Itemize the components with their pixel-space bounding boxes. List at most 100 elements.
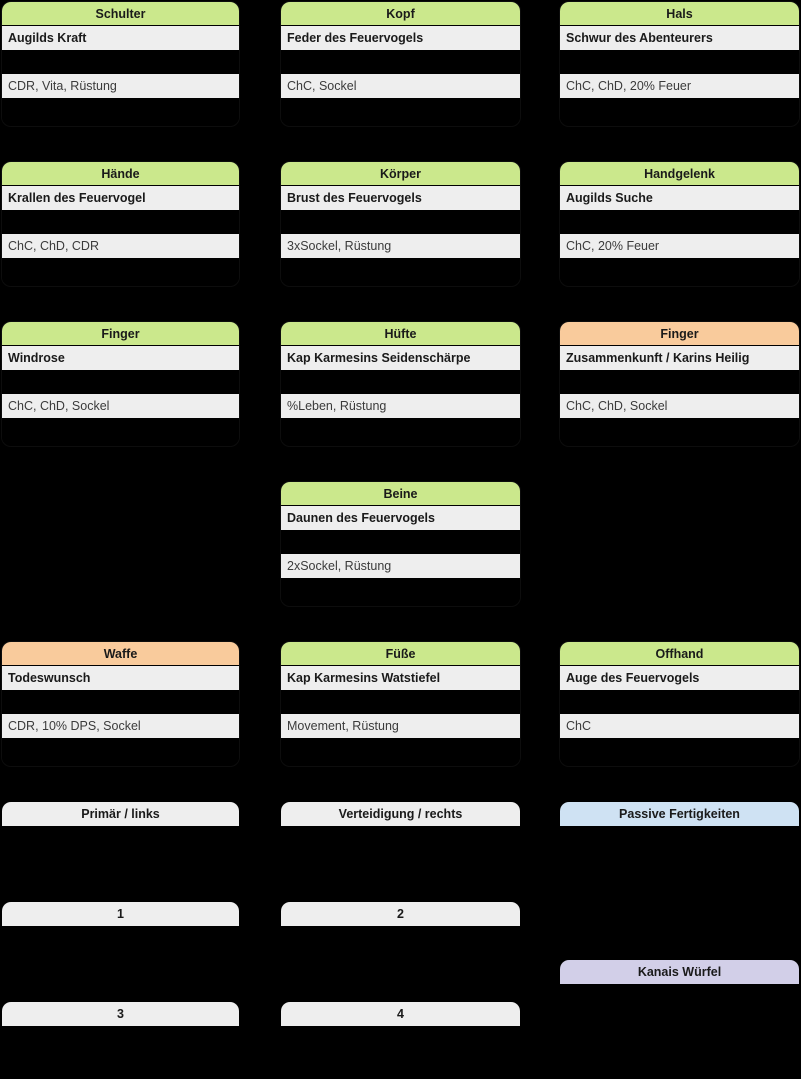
gear-slot-label: Handgelenk [560,162,799,186]
gear-item-stats: ChC [560,714,799,738]
gear-card-haende[interactable]: Hände Krallen des Feuervogel ChC, ChD, C… [2,162,239,286]
gear-item-name: Daunen des Feuervogels [281,506,520,530]
gear-card-schulter[interactable]: Schulter Augilds Kraft CDR, Vita, Rüstun… [2,2,239,126]
gear-item-stats: ChC, 20% Feuer [560,234,799,258]
gear-item-name: Augilds Kraft [2,26,239,50]
gear-spacer [560,50,799,74]
gear-card-offhand[interactable]: Offhand Auge des Feuervogels ChC [560,642,799,766]
skill-card-defense-right[interactable]: Verteidigung / rechts [281,802,520,878]
gear-spacer [281,50,520,74]
gear-item-name: Zusammenkunft / Karins Heilig [560,346,799,370]
gear-card-handgelenk[interactable]: Handgelenk Augilds Suche ChC, 20% Feuer [560,162,799,286]
gear-spacer [281,690,520,714]
gear-footer [2,98,239,122]
skill-card-label: Verteidigung / rechts [281,802,520,826]
skill-card-label: 2 [281,902,520,926]
gear-slot-label: Hals [560,2,799,26]
gear-spacer [2,370,239,394]
gear-footer [281,578,520,602]
skill-card-label: Kanais Würfel [560,960,799,984]
gear-item-name: Brust des Feuervogels [281,186,520,210]
gear-item-name: Kap Karmesins Watstiefel [281,666,520,690]
gear-footer [281,98,520,122]
gear-spacer [281,530,520,554]
gear-slot-label: Offhand [560,642,799,666]
skill-card-body[interactable] [2,926,239,978]
gear-footer [560,418,799,442]
skill-card-label: 1 [2,902,239,926]
gear-item-name: Schwur des Abenteurers [560,26,799,50]
skill-card-4[interactable]: 4 [281,1002,520,1078]
skill-card-label: Primär / links [2,802,239,826]
gear-card-beine[interactable]: Beine Daunen des Feuervogels 2xSockel, R… [281,482,520,606]
gear-card-hals[interactable]: Hals Schwur des Abenteurers ChC, ChD, 20… [560,2,799,126]
skill-card-body[interactable] [281,1026,520,1078]
gear-card-huefte[interactable]: Hüfte Kap Karmesins Seidenschärpe %Leben… [281,322,520,446]
gear-slot-label: Hände [2,162,239,186]
gear-item-stats: CDR, 10% DPS, Sockel [2,714,239,738]
gear-card-kopf[interactable]: Kopf Feder des Feuervogels ChC, Sockel [281,2,520,126]
gear-slot-label: Schulter [2,2,239,26]
gear-card-finger-right[interactable]: Finger Zusammenkunft / Karins Heilig ChC… [560,322,799,446]
gear-item-stats: 3xSockel, Rüstung [281,234,520,258]
gear-footer [2,418,239,442]
gear-card-fuesse[interactable]: Füße Kap Karmesins Watstiefel Movement, … [281,642,520,766]
gear-footer [281,738,520,762]
skill-card-label: Passive Fertigkeiten [560,802,799,826]
gear-item-stats: CDR, Vita, Rüstung [2,74,239,98]
gear-item-name: Auge des Feuervogels [560,666,799,690]
gear-item-stats: Movement, Rüstung [281,714,520,738]
gear-spacer [560,210,799,234]
gear-item-stats: %Leben, Rüstung [281,394,520,418]
gear-footer [281,258,520,282]
skill-card-primary-left[interactable]: Primär / links [2,802,239,878]
gear-slot-label: Finger [560,322,799,346]
gear-footer [281,418,520,442]
gear-spacer [281,370,520,394]
skill-card-body[interactable] [2,1026,239,1078]
gear-footer [560,258,799,282]
gear-item-stats: ChC, Sockel [281,74,520,98]
gear-slot-label: Körper [281,162,520,186]
gear-item-stats: 2xSockel, Rüstung [281,554,520,578]
gear-card-finger-left[interactable]: Finger Windrose ChC, ChD, Sockel [2,322,239,446]
gear-item-name: Kap Karmesins Seidenschärpe [281,346,520,370]
gear-spacer [2,50,239,74]
gear-item-name: Feder des Feuervogels [281,26,520,50]
skill-card-label: 3 [2,1002,239,1026]
gear-slot-label: Hüfte [281,322,520,346]
gear-spacer [2,690,239,714]
skill-card-3[interactable]: 3 [2,1002,239,1078]
skill-card-passive-skills[interactable]: Passive Fertigkeiten [560,802,799,935]
gear-slot-label: Füße [281,642,520,666]
skill-card-body[interactable] [281,826,520,878]
skill-card-kanais-cube[interactable]: Kanais Würfel [560,960,799,1077]
gear-footer [2,738,239,762]
gear-slot-label: Kopf [281,2,520,26]
gear-slot-label: Waffe [2,642,239,666]
gear-footer [560,738,799,762]
gear-footer [2,258,239,282]
gear-item-stats: ChC, ChD, 20% Feuer [560,74,799,98]
gear-item-stats: ChC, ChD, Sockel [560,394,799,418]
gear-spacer [2,210,239,234]
gear-item-name: Windrose [2,346,239,370]
gear-item-stats: ChC, ChD, CDR [2,234,239,258]
gear-footer [560,98,799,122]
skill-card-2[interactable]: 2 [281,902,520,978]
gear-item-name: Krallen des Feuervogel [2,186,239,210]
skill-card-body[interactable] [560,984,799,1077]
skill-card-label: 4 [281,1002,520,1026]
gear-item-stats: ChC, ChD, Sockel [2,394,239,418]
gear-card-koerper[interactable]: Körper Brust des Feuervogels 3xSockel, R… [281,162,520,286]
gear-slot-label: Beine [281,482,520,506]
skill-card-1[interactable]: 1 [2,902,239,978]
gear-spacer [560,370,799,394]
skill-card-body[interactable] [281,926,520,978]
skill-card-body[interactable] [2,826,239,878]
gear-spacer [560,690,799,714]
gear-card-waffe[interactable]: Waffe Todeswunsch CDR, 10% DPS, Sockel [2,642,239,766]
gear-item-name: Todeswunsch [2,666,239,690]
gear-item-name: Augilds Suche [560,186,799,210]
skill-card-body[interactable] [560,826,799,935]
